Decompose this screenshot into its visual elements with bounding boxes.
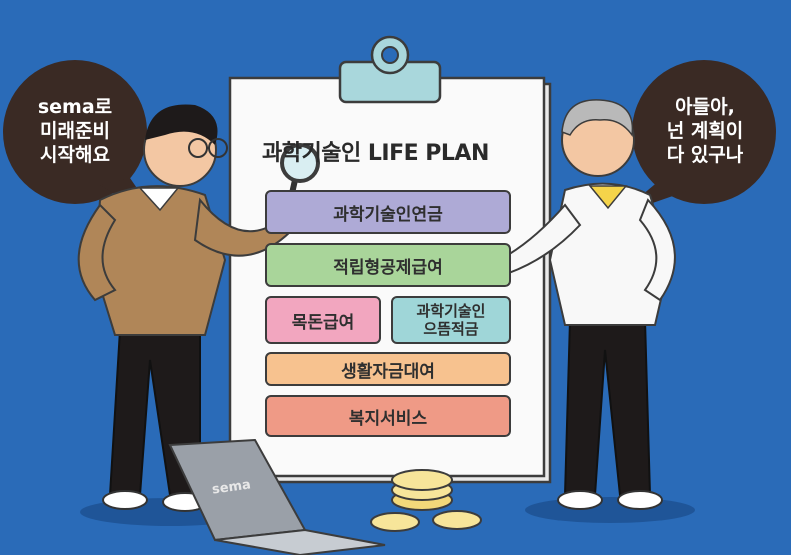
plan-item-savings-benefit: 적립형공제급여 xyxy=(265,243,511,287)
left-bubble-line-2: 미래준비 xyxy=(40,120,110,142)
right-bubble-line-1: 아들아, xyxy=(675,96,735,118)
coin-stack xyxy=(370,469,482,532)
left-bubble-line-1: sema로 xyxy=(37,96,113,118)
plan-item-living-loan: 생활자금대여 xyxy=(265,352,511,386)
laptop xyxy=(168,438,386,555)
older-man-figure xyxy=(468,99,676,510)
plan-item-pension: 과학기술인연금 xyxy=(265,190,511,234)
plan-item-lump-sum: 목돈급여 xyxy=(265,296,381,344)
plan-item-top-savings: 과학기술인 으뜸적금 xyxy=(391,296,511,344)
clipboard-title: 과학기술인 LIFE PLAN xyxy=(262,141,489,166)
right-bubble-line-3: 다 있구나 xyxy=(666,144,744,166)
right-speech-bubble: 아들아, 넌 계획이 다 있구나 xyxy=(640,95,770,167)
left-speech-bubble: sema로 미래준비 시작해요 xyxy=(10,95,140,167)
top-savings-line-1: 과학기술인 xyxy=(416,302,486,320)
left-bubble-line-3: 시작해요 xyxy=(40,144,110,166)
ground-shadow-right xyxy=(525,497,695,523)
plan-item-welfare: 복지서비스 xyxy=(265,395,511,437)
top-savings-line-2: 으뜸적금 xyxy=(423,320,479,338)
right-bubble-line-2: 넌 계획이 xyxy=(666,120,744,142)
